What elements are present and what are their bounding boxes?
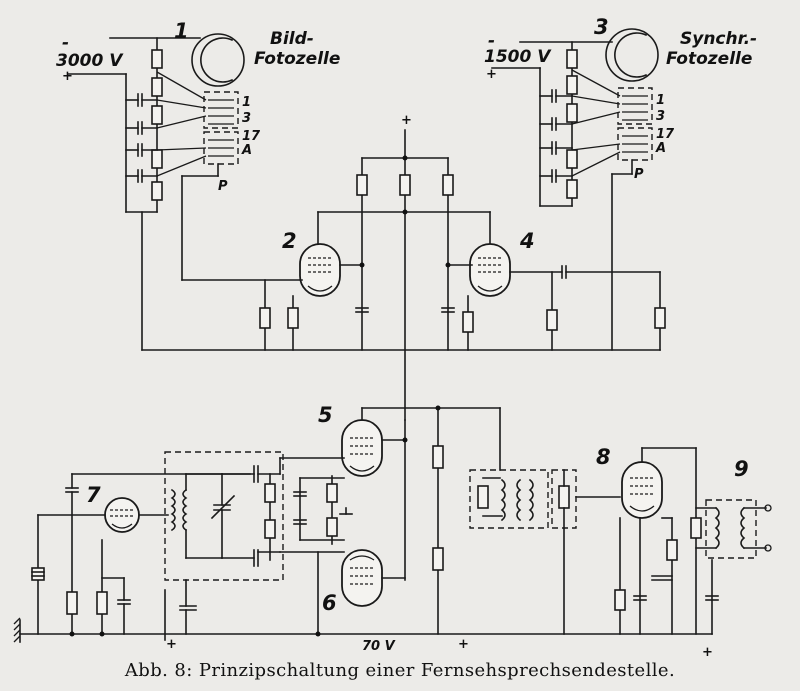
label-3: 3 <box>594 15 609 39</box>
tube-7 <box>104 497 140 533</box>
label-pinA-left: A <box>241 143 252 158</box>
label-synch-1: Synchr.- <box>680 29 757 49</box>
junction-dots <box>69 155 451 637</box>
label-plus-middle: + <box>458 637 469 652</box>
label-4: 4 <box>519 229 535 253</box>
label-pin17-left: 17 <box>242 129 261 144</box>
top-supply-rail <box>317 129 491 421</box>
label-pin1-right: 1 <box>656 93 665 108</box>
label-5: 5 <box>318 403 333 427</box>
ground-symbol <box>13 617 21 643</box>
left-voltage-divider <box>67 37 219 281</box>
label-pinA-right: A <box>655 141 666 156</box>
label-9: 9 <box>734 457 749 481</box>
label-plus-tank: + <box>166 637 177 652</box>
label-1500v: 1500 V <box>484 47 552 67</box>
right-voltage-divider <box>491 41 633 351</box>
label-pin17-right: 17 <box>656 127 675 142</box>
tube-7-network <box>31 473 251 635</box>
label-8: 8 <box>596 445 611 469</box>
tube-2 <box>181 243 363 297</box>
label-1: 1 <box>174 19 189 43</box>
tube-2-network <box>259 279 369 351</box>
label-2: 2 <box>282 229 297 253</box>
label-plus-top: + <box>401 113 412 128</box>
label-3000v: 3000 V <box>56 51 124 71</box>
label-pinP-right: P <box>634 167 644 182</box>
label-minus-left: - <box>62 33 69 53</box>
tube-6 <box>341 549 383 607</box>
label-synch-2: Fotozelle <box>666 49 752 69</box>
label-bild-1: Bild- <box>270 29 314 49</box>
label-plus-right-bottom: + <box>702 645 713 660</box>
label-minus-right: - <box>488 31 495 51</box>
label-7: 7 <box>86 483 101 507</box>
transformer-block-a <box>469 469 549 529</box>
tank-circuit <box>164 451 284 641</box>
tube-4 <box>447 243 661 297</box>
synchr-fotozelle <box>605 28 659 161</box>
label-6: 6 <box>322 591 337 615</box>
output-transformer-9 <box>695 499 772 559</box>
label-pin3-left: 3 <box>242 111 251 126</box>
label-plus-right: + <box>486 67 497 82</box>
transformer-block-b <box>551 469 621 635</box>
label-pin3-right: 3 <box>656 109 665 124</box>
tubes-5-6-wiring <box>279 407 501 635</box>
label-plus-left: + <box>62 69 73 84</box>
tube-8-network <box>614 447 719 635</box>
tube-4-network <box>441 271 666 351</box>
tube-8 <box>621 461 663 519</box>
figure-caption: Abb. 8: Prinzipschaltung einer Fernsehsp… <box>124 660 676 681</box>
bild-fotozelle <box>191 33 245 165</box>
label-70v: 70 V <box>362 639 396 654</box>
label-pin1-left: 1 <box>242 95 251 110</box>
label-pinP-left: P <box>218 179 228 194</box>
label-bild-2: Fotozelle <box>254 49 340 69</box>
tube-5 <box>341 419 383 477</box>
